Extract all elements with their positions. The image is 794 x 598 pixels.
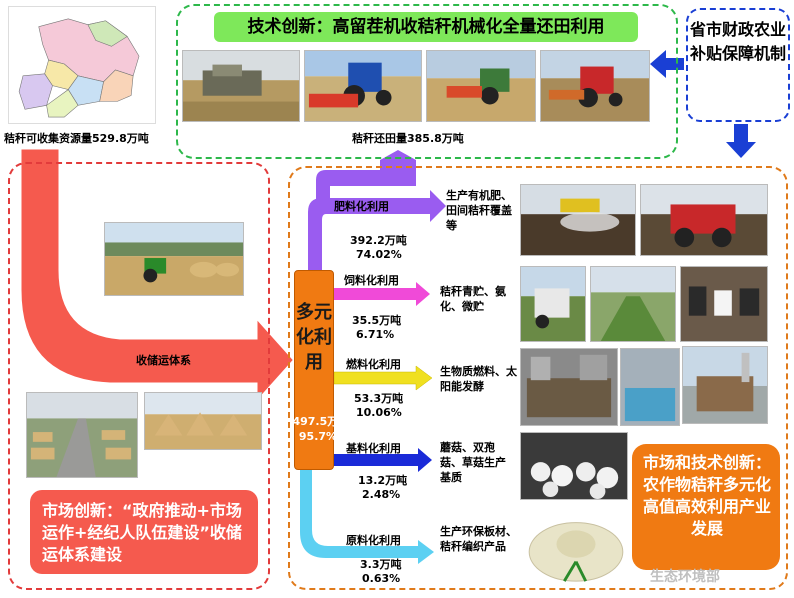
resources-label: 秸秆可收集资源量529.8万吨	[4, 132, 149, 145]
diversified-utilization-percent: 95.7%	[298, 430, 338, 443]
branch-fuel-amount: 53.3万吨	[354, 392, 404, 405]
feed-flow-arrow	[334, 282, 430, 306]
subsidy-down-arrow	[726, 124, 756, 158]
branch-substrate-percent: 2.48%	[362, 488, 401, 501]
collection-flow-arrow	[21, 149, 293, 400]
branch-fuel-product: 生物质燃料、太阳能发酵	[440, 365, 517, 393]
tech-innovation-frame	[176, 4, 678, 159]
branch-substrate-product: 蘑菇、双孢菇、草菇生产基质	[440, 441, 506, 484]
raw-material-flow-arrow	[300, 470, 434, 564]
branch-fuel-name: 燃料化利用	[346, 358, 401, 371]
diversified-utilization-box	[294, 270, 334, 470]
market-tech-innovation-text: 市场和技术创新：农作物秸秆多元化高值高效利用产业发展	[642, 453, 771, 538]
branch-fuel-percent: 10.06%	[356, 406, 402, 419]
branch-fertilizer-name: 肥料化利用	[334, 200, 389, 213]
mushroom-photo	[520, 432, 628, 500]
branch-substrate-name: 基料化利用	[346, 442, 401, 455]
branch-fertilizer-percent: 74.02%	[356, 248, 402, 261]
diversified-utilization-value: 497.5万t	[292, 415, 344, 428]
branch-feed-product: 秸秆青贮、氨化、微贮	[440, 285, 506, 313]
storage-road-photo	[26, 392, 138, 478]
machinery-photo-2	[304, 50, 422, 122]
subsidy-frame	[686, 8, 790, 122]
market-innovation-text: 市场创新：“政府推动+市场运作+经纪人队伍建设”收储运体系建设	[42, 501, 242, 564]
straw-hat-photo	[520, 506, 632, 588]
subsidy-text: 省市财政农业补贴保障机制	[690, 20, 787, 63]
market-innovation-box	[30, 490, 258, 574]
straw-bales-photo	[144, 392, 262, 450]
collection-label: 收储运体系	[136, 354, 191, 367]
return-field-arrow	[316, 150, 416, 204]
utilization-frame	[288, 166, 788, 590]
tech-innovation-title: 技术创新：高留茬机收秸秆机械化全量还田利用	[214, 12, 638, 42]
fertilizer-photo-1	[520, 184, 636, 256]
branch-fertilizer-amount: 392.2万吨	[350, 234, 407, 247]
machinery-photo-4	[540, 50, 650, 122]
market-innovation-frame	[8, 162, 270, 590]
fertilizer-photo-2	[640, 184, 768, 256]
subsidy-to-tech-arrow	[650, 50, 684, 78]
branch-fertilizer-product: 生产有机肥、田间秸秆覆盖等	[446, 189, 512, 232]
fuel-photo-2	[620, 348, 680, 426]
feed-photo-1	[520, 266, 586, 342]
feed-photo-2	[590, 266, 676, 342]
branch-raw-material-amount: 3.3万吨	[360, 558, 402, 571]
branch-substrate-amount: 13.2万吨	[358, 474, 408, 487]
branch-feed-name: 饲料化利用	[344, 274, 399, 287]
branch-raw-material-product: 生产环保板材、秸秆编织产品	[440, 525, 517, 553]
feed-photo-3	[680, 266, 768, 342]
watermark: 生态环境部	[650, 569, 720, 585]
diversified-utilization-label: 多元化利用	[296, 302, 332, 373]
market-tech-innovation-box	[632, 444, 780, 570]
machinery-photo-3	[426, 50, 536, 122]
branch-raw-material-name: 原料化利用	[346, 534, 401, 547]
baling-photo	[104, 222, 244, 296]
province-map	[8, 6, 156, 124]
fertilizer-flow-arrow	[308, 190, 446, 272]
branch-feed-percent: 6.71%	[356, 328, 395, 341]
machinery-photo-1	[182, 50, 300, 122]
fuel-photo-1	[520, 348, 618, 426]
branch-raw-material-percent: 0.63%	[362, 572, 401, 585]
substrate-flow-arrow	[334, 448, 432, 472]
fuel-photo-3	[682, 346, 768, 424]
return-field-label: 秸秆还田量385.8万吨	[352, 132, 464, 145]
branch-feed-amount: 35.5万吨	[352, 314, 402, 327]
fuel-flow-arrow	[333, 365, 433, 391]
